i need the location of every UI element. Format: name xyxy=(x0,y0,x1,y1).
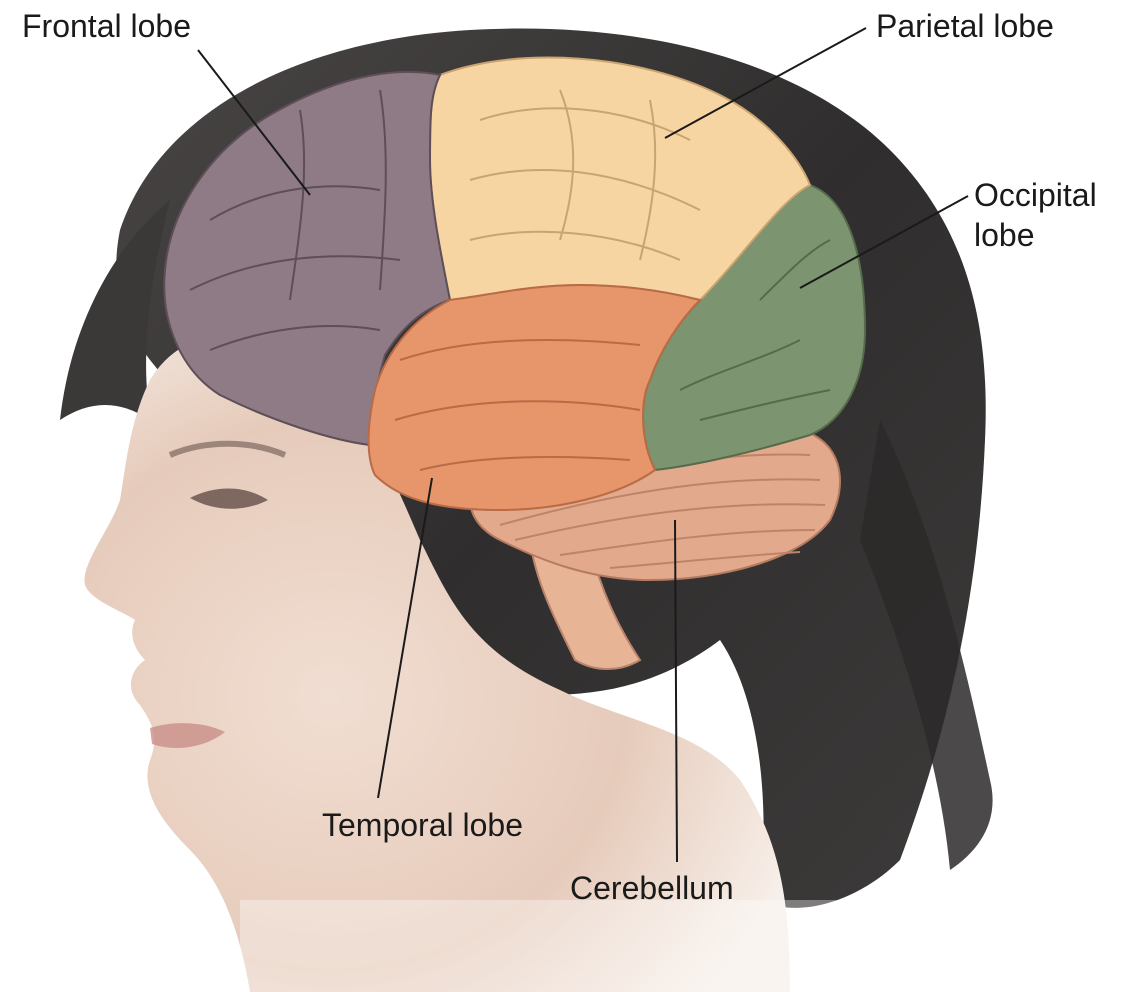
occipital-lobe-label: Occipital lobe xyxy=(974,175,1119,255)
occipital-lobe-label-line1: Occipital xyxy=(974,175,1119,215)
occipital-lobe-label-line2: lobe xyxy=(974,215,1119,255)
frontal-lobe-label: Frontal lobe xyxy=(22,6,191,46)
temporal-lobe-label: Temporal lobe xyxy=(322,805,523,845)
cerebellum-label: Cerebellum xyxy=(570,868,734,908)
parietal-lobe-label: Parietal lobe xyxy=(876,6,1054,46)
